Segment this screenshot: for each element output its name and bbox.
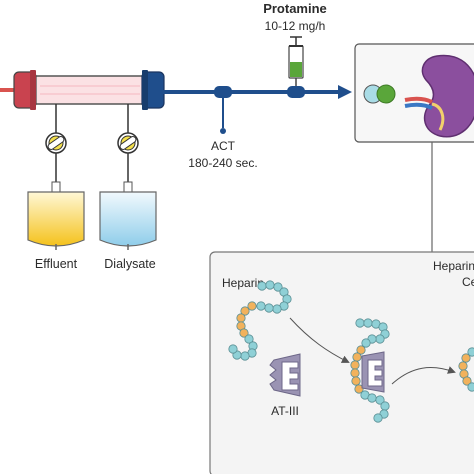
act-port-connector [214,86,232,98]
heparin-bead [244,334,254,344]
heparin-active-bead [247,301,257,311]
heparin-active-bead [462,376,472,386]
heparin-bead [373,413,383,423]
at3-bound [361,351,385,393]
heparin-bead [380,401,390,411]
heparin-bead [264,303,274,313]
kidney-icon [421,54,474,138]
heparin-chain-free [228,280,292,361]
heparin-active-bead [458,361,468,371]
heparin-bead [467,347,474,357]
heparin-bead [265,280,275,290]
heparin-active-bead [350,368,360,378]
act-sample-dot [220,128,226,134]
dialysate-label: Dialysate [104,257,155,271]
heparin-active-bead [351,376,361,386]
heparin-bead [256,301,266,311]
heparin-bead [272,304,282,314]
heparin-active-bead [354,384,364,394]
heparin-chain-bound [350,318,390,423]
heparin-bead [228,344,238,354]
hemofilter [13,70,165,110]
protamine-port-connector [287,86,305,98]
protamine-dose: 10-12 mg/h [265,19,326,33]
heparin-bead [240,351,250,361]
protamine-title: Protamine [263,1,327,16]
act-range: 180-240 sec. [188,156,257,170]
act-label: ACT [211,139,236,153]
heparin-bead [363,318,373,328]
heparin-active-bead [350,360,360,370]
dialysate-pump-icon [117,132,139,154]
heparin-bead [257,281,267,291]
heparin-active-bead [356,345,366,355]
heparin-active-bead [461,353,471,363]
heparin-bead [375,334,385,344]
protamine-syringe [288,36,304,86]
binding-arrow [289,317,350,363]
protamine-molecule-icon [376,84,396,104]
effluent-pump-icon [45,132,67,154]
effluent-label: Effluent [35,257,78,271]
patient-panel [354,43,474,143]
heparin-chain-third [458,347,474,392]
heparin-label: Heparin [222,276,264,290]
heparin-bead [273,282,283,292]
heparin-bead [375,395,385,405]
heparin-active-bead [236,313,246,323]
at3-label: AT-III [271,404,299,418]
activation-arrow [391,366,456,385]
dialysate-bag [99,181,157,250]
heparin-bead [361,338,371,348]
heparin-active-bead [240,306,250,316]
return-arrow-head [338,85,352,99]
heparin-bead [467,382,474,392]
complex-label-line1: Heparin [433,259,474,273]
effluent-bag [27,181,85,250]
heparin-active-bead [352,352,362,362]
heparin-active-bead [239,328,249,338]
protamine-fluid [290,62,302,77]
heparin-bead [355,318,365,328]
at3-free [269,353,301,397]
complex-label-line2: Ce [462,275,474,289]
heparin-bead [367,393,377,403]
